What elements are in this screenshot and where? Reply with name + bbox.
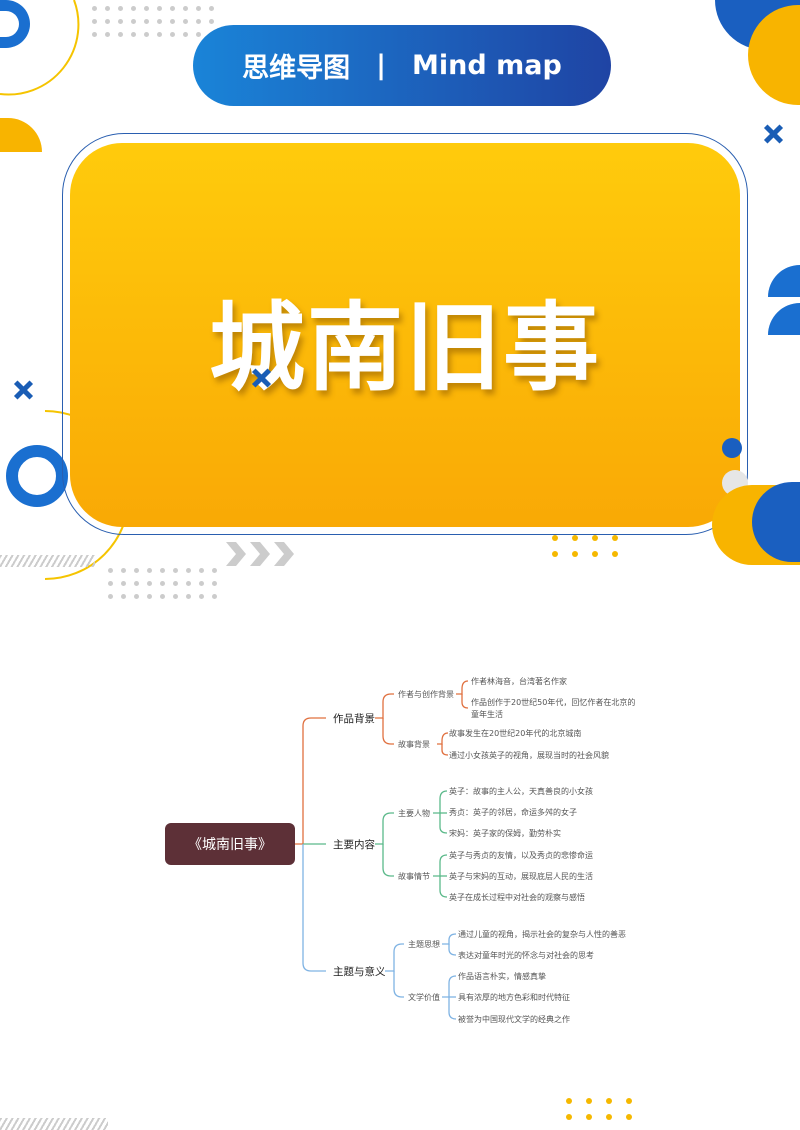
decor-dots-yellow bbox=[552, 535, 618, 557]
decor-dot-blue bbox=[722, 438, 742, 458]
leaf: 英子：故事的主人公，天真善良的小女孩 bbox=[449, 787, 593, 796]
decor-chevrons bbox=[226, 542, 294, 566]
sub-value: 文学价值 bbox=[408, 993, 440, 1002]
leaf: 英子与秀贞的友情，以及秀贞的悲惨命运 bbox=[449, 851, 593, 860]
leaf: 通过小女孩英子的视角，展现当时的社会风貌 bbox=[449, 751, 609, 760]
leaf: 作品语言朴实，情感真挚 bbox=[458, 972, 546, 981]
leaf: 表达对童年时光的怀念与对社会的思考 bbox=[458, 951, 594, 960]
header-separator: | bbox=[376, 50, 387, 81]
decor-dots-top bbox=[92, 6, 214, 37]
header-banner: 思维导图 | Mind map bbox=[193, 25, 611, 106]
leaf: 英子与宋妈的互动，展现底层人民的生活 bbox=[449, 872, 593, 881]
decor-dots-mid bbox=[108, 568, 217, 599]
branch-theme: 主题与意义 bbox=[333, 966, 386, 978]
branch-background: 作品背景 bbox=[333, 713, 375, 725]
header-en: Mind map bbox=[412, 50, 562, 81]
leaf: 故事发生在20世纪20年代的北京城南 bbox=[449, 729, 582, 738]
mindmap-root: 《城南旧事》 bbox=[165, 823, 295, 865]
header-cn: 思维导图 bbox=[242, 53, 351, 84]
leaf: 宋妈：英子家的保姆，勤劳朴实 bbox=[449, 829, 561, 838]
leaf: 作者林海音，台湾著名作家 bbox=[471, 677, 567, 686]
decor-dots-yellow-bottom bbox=[566, 1098, 632, 1120]
decor-arc-topleft bbox=[0, 0, 80, 96]
sub-characters: 主要人物 bbox=[398, 809, 430, 818]
sub-plot: 故事情节 bbox=[398, 872, 430, 881]
leaf: 作品创作于20世纪50年代，回忆作者在北京的童年生活 bbox=[471, 698, 636, 719]
title-card bbox=[70, 143, 740, 527]
branch-content: 主要内容 bbox=[333, 839, 375, 851]
leaf: 被誉为中国现代文学的经典之作 bbox=[458, 1015, 570, 1024]
sub-theme: 主题思想 bbox=[408, 940, 440, 949]
sub-author: 作者与创作背景 bbox=[398, 690, 454, 699]
leaf: 具有浓厚的地方色彩和时代特征 bbox=[458, 993, 570, 1002]
leaf: 英子在成长过程中对社会的观察与感悟 bbox=[449, 893, 585, 902]
leaf: 通过儿童的视角，揭示社会的复杂与人性的善恶 bbox=[458, 930, 626, 939]
decor-hatch-left bbox=[0, 555, 95, 567]
leaf: 秀贞：英子的邻居，命运多舛的女子 bbox=[449, 808, 577, 817]
decor-ring-topleft bbox=[0, 0, 30, 48]
page-title: 城南旧事 bbox=[209, 292, 601, 404]
sub-story-bg: 故事背景 bbox=[398, 740, 430, 749]
card-frame bbox=[62, 133, 748, 535]
decor-hatch-bottom bbox=[0, 1118, 108, 1130]
